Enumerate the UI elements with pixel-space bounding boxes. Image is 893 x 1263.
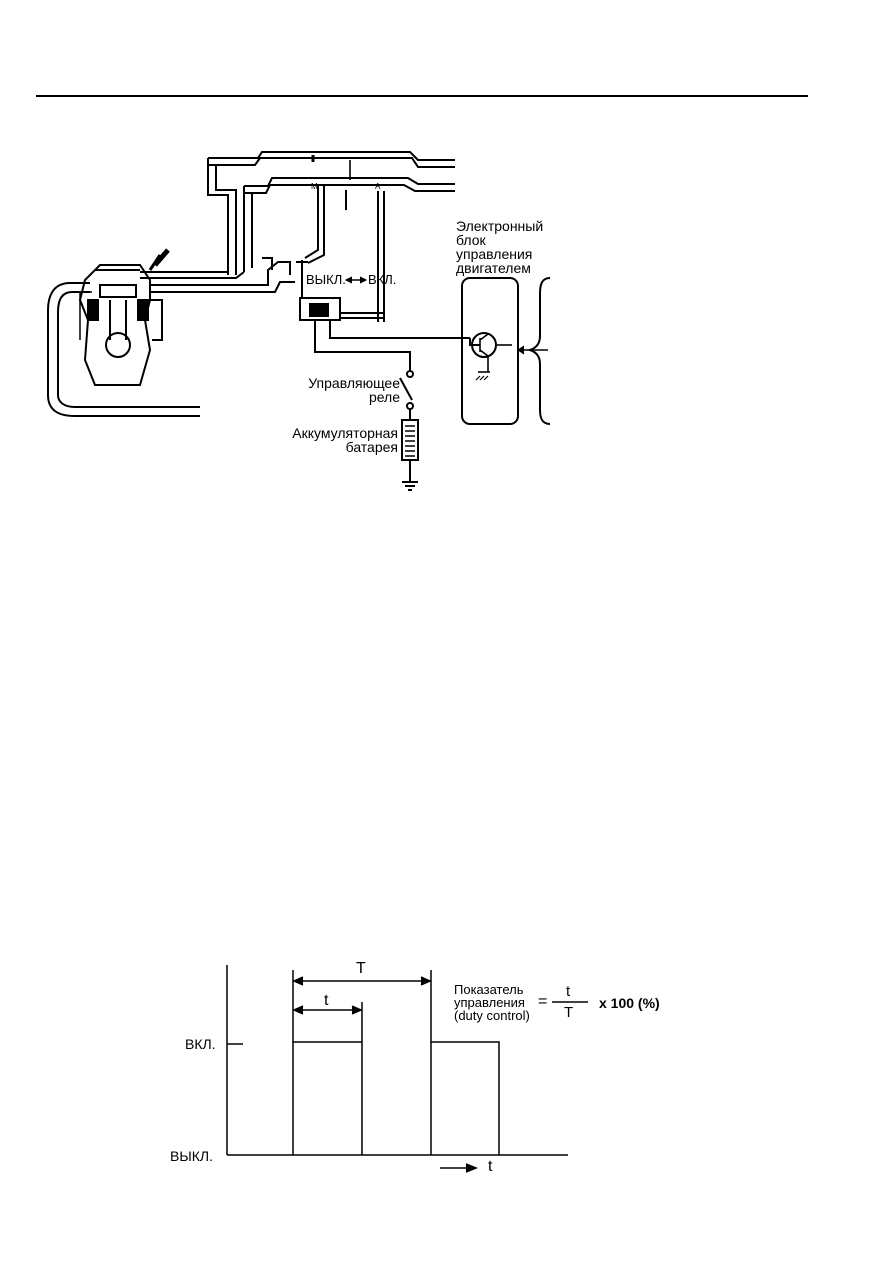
switch-on-label: ВКЛ. — [368, 272, 397, 287]
formula-denominator: T — [564, 1004, 574, 1021]
formula-numerator: t — [566, 983, 571, 1000]
ecu-label-line: блок — [456, 232, 486, 248]
port-a-label: A — [375, 182, 381, 191]
vsv-valve — [296, 260, 470, 378]
pulse-2 — [430, 1041, 500, 1155]
port-m-label: M — [311, 182, 318, 191]
battery-label-line: Аккумуляторная — [292, 425, 398, 441]
header-rule — [36, 95, 808, 97]
battery-symbol — [401, 419, 419, 491]
vacuum-pipe-top — [207, 151, 455, 275]
width-arrow-left — [292, 1005, 304, 1015]
return-pipe — [47, 282, 200, 417]
battery-label: Аккумуляторная батарея — [270, 426, 398, 454]
formula-label: Показатель управления (duty control) — [454, 983, 530, 1022]
formula-label-line: Показатель — [454, 982, 524, 997]
period-arrow-left — [292, 976, 304, 986]
formula-label-line: управления — [454, 995, 525, 1010]
pulse-1 — [292, 1041, 363, 1155]
relay-label-line: реле — [368, 389, 400, 405]
switch-arrow — [344, 276, 368, 284]
intake-pipes — [140, 257, 295, 293]
relay-switch — [399, 377, 414, 420]
y-on-label: ВКЛ. — [185, 1036, 216, 1052]
ecu-label: Электронный блок управления двигателем — [456, 219, 543, 275]
formula-multiplier: x 100 (%) — [599, 995, 660, 1011]
pulse-width-label: t — [324, 992, 329, 1009]
period-arrow-right — [420, 976, 432, 986]
time-axis-label: t — [488, 1158, 493, 1175]
width-arrow-right — [351, 1005, 363, 1015]
period-label: T — [356, 960, 366, 977]
relay-label: Управляющее реле — [280, 376, 400, 404]
vacuum-control-schematic — [47, 151, 551, 491]
relay-label-line: Управляющее — [308, 375, 400, 391]
switch-off-label: ВЫКЛ. — [306, 272, 346, 287]
battery-label-line: батарея — [345, 439, 398, 455]
ecu-label-line: управления — [456, 246, 533, 262]
port-lines — [304, 155, 385, 322]
time-arrow-head — [465, 1163, 479, 1173]
ecu-label-line: двигателем — [456, 260, 531, 276]
formula-label-line: (duty control) — [454, 1008, 530, 1023]
y-off-label: ВЫКЛ. — [170, 1148, 213, 1164]
ecu-box — [461, 277, 551, 425]
ecu-label-line: Электронный — [456, 218, 544, 234]
formula-equals: = — [538, 993, 548, 1010]
